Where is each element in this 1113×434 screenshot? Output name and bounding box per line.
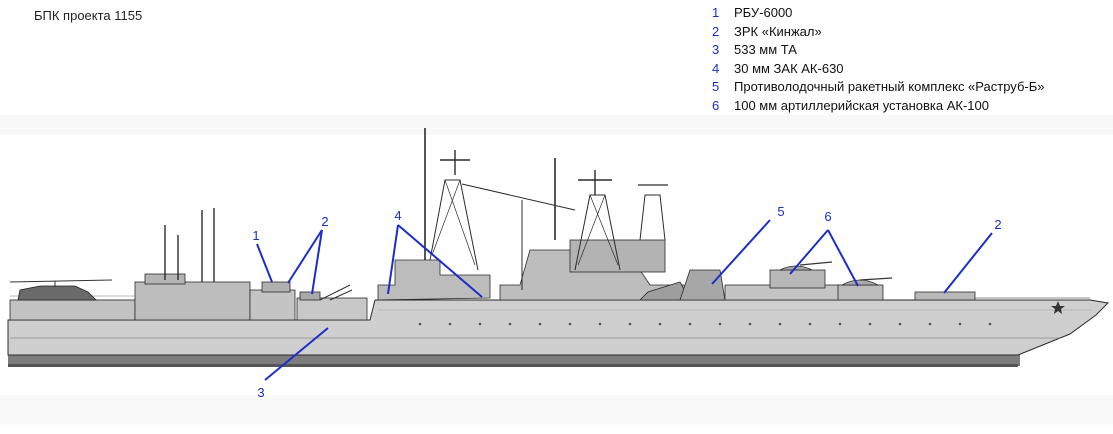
legend-item: 5 Противолодочный ракетный комплекс «Раст… (712, 78, 1044, 97)
legend-item: 3 533 мм ТА (712, 41, 1044, 60)
hull (7, 299, 1110, 356)
legend-item: 2 ЗРК «Кинжал» (712, 23, 1044, 42)
leader-3 (264, 327, 329, 381)
legend-number: 6 (712, 97, 720, 113)
legend-label: Противолодочный ракетный комплекс «Растр… (734, 79, 1045, 95)
helicopter (9, 279, 113, 301)
legend-label: 533 мм ТА (734, 42, 797, 58)
legend-item: 1 РБУ-6000 (712, 4, 1044, 23)
legend-label: РБУ-6000 (734, 5, 793, 20)
diagram-title: БПК проекта 1155 (34, 8, 143, 23)
callout-2: 2 (321, 214, 328, 229)
legend-number: 3 (712, 42, 720, 58)
callout-leaders (256, 219, 993, 381)
legend-label: ЗРК «Кинжал» (734, 23, 822, 39)
legend-label: 100 мм артиллерийская установка АК-100 (734, 97, 989, 113)
legend-number: 1 (712, 5, 720, 20)
legend: 1 РБУ-6000 2 ЗРК «Кинжал» 3 533 мм ТА 4 30 м… (712, 4, 1044, 116)
portholes (418, 322, 992, 326)
legend-number: 2 (712, 23, 720, 39)
leader-1 (256, 243, 273, 283)
callout-2-bow: 2 (994, 217, 1001, 232)
legend-number: 4 (712, 60, 720, 76)
leader-2a (287, 229, 323, 284)
callout-3: 3 (257, 385, 264, 400)
leader-4a (387, 224, 399, 295)
aft-masts (164, 208, 215, 282)
leader-2c (943, 232, 993, 294)
leader-2b (311, 229, 323, 295)
aft-superstructure (9, 273, 251, 321)
legend-number: 5 (712, 79, 720, 95)
legend-item: 6 100 мм артиллерийская установка АК-100 (712, 97, 1044, 116)
callout-labels: 1 2 3 4 5 6 2 (252, 204, 1001, 400)
callout-5: 5 (777, 204, 784, 219)
masts (424, 128, 668, 290)
leader-5 (711, 219, 771, 285)
background-shading (0, 115, 1113, 425)
leader-6b (827, 229, 859, 287)
callout-4: 4 (394, 208, 401, 223)
legend-item: 4 30 мм ЗАК АК-630 (712, 60, 1044, 79)
callout-1: 1 (252, 228, 259, 243)
leader-4b (397, 224, 483, 298)
forward-superstructure (724, 261, 1090, 301)
main-superstructure (377, 239, 726, 301)
bow-star-icon (1051, 301, 1065, 314)
aft-weapons-block (249, 281, 368, 321)
legend-label: 30 мм ЗАК АК-630 (734, 60, 844, 76)
leader-6a (789, 229, 829, 275)
callout-6: 6 (824, 209, 831, 224)
